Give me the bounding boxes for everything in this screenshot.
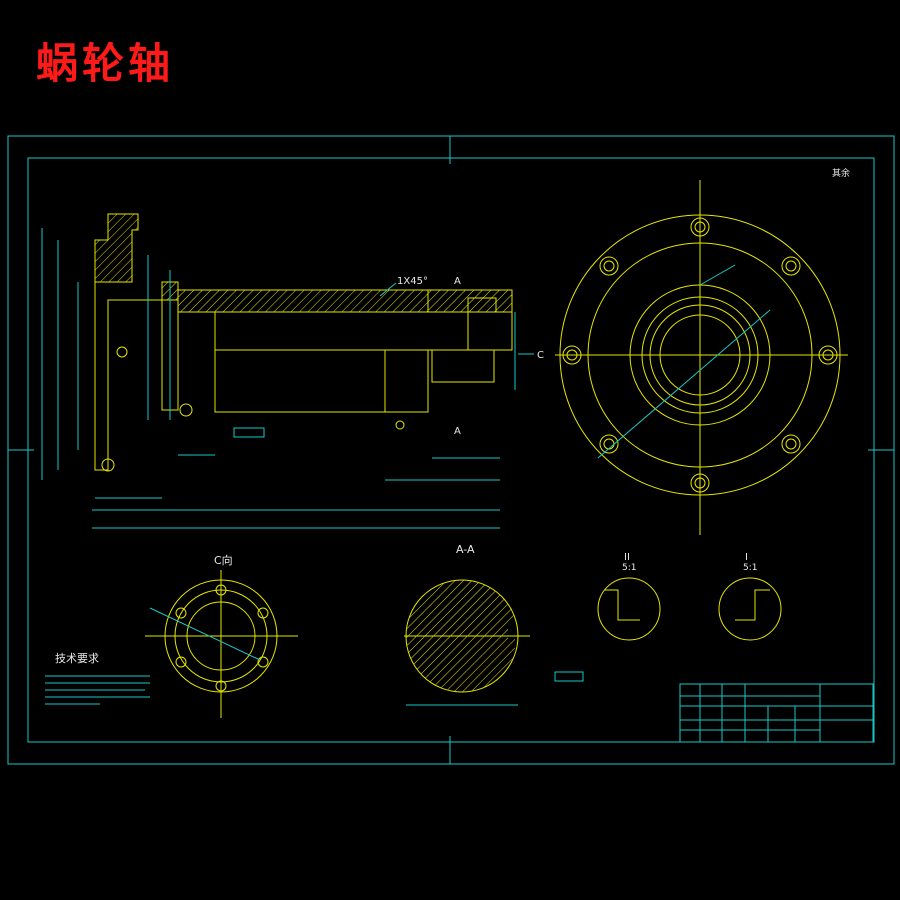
title-block xyxy=(679,683,874,743)
view-arrow-label: C xyxy=(537,350,544,361)
flange-end-view: 其余 xyxy=(555,167,850,535)
section-label-top: A xyxy=(454,276,461,287)
c-view: C向 xyxy=(145,553,298,718)
aa-title: A-A xyxy=(456,543,475,556)
detail2-title: I xyxy=(745,552,748,563)
detail1-scale: 5:1 xyxy=(622,563,636,573)
detail1-title: II xyxy=(624,552,630,563)
shaft-front-view: 1X45° A A C xyxy=(41,213,544,529)
tech-req-title: 技术要求 xyxy=(55,652,99,665)
c-view-title: C向 xyxy=(214,553,233,567)
drawing-frame xyxy=(7,135,895,765)
technical-requirements: 技术要求 xyxy=(45,652,150,705)
detail2-scale: 5:1 xyxy=(743,563,757,573)
section-label-bottom: A xyxy=(454,426,461,437)
drawing-title: 蜗轮轴 xyxy=(36,39,175,88)
chamfer-note: 1X45° xyxy=(397,276,428,287)
section-a-a: A-A xyxy=(404,543,584,706)
detail-views: II 5:1 I 5:1 xyxy=(597,552,782,641)
roughness-note: 其余 xyxy=(832,167,850,179)
